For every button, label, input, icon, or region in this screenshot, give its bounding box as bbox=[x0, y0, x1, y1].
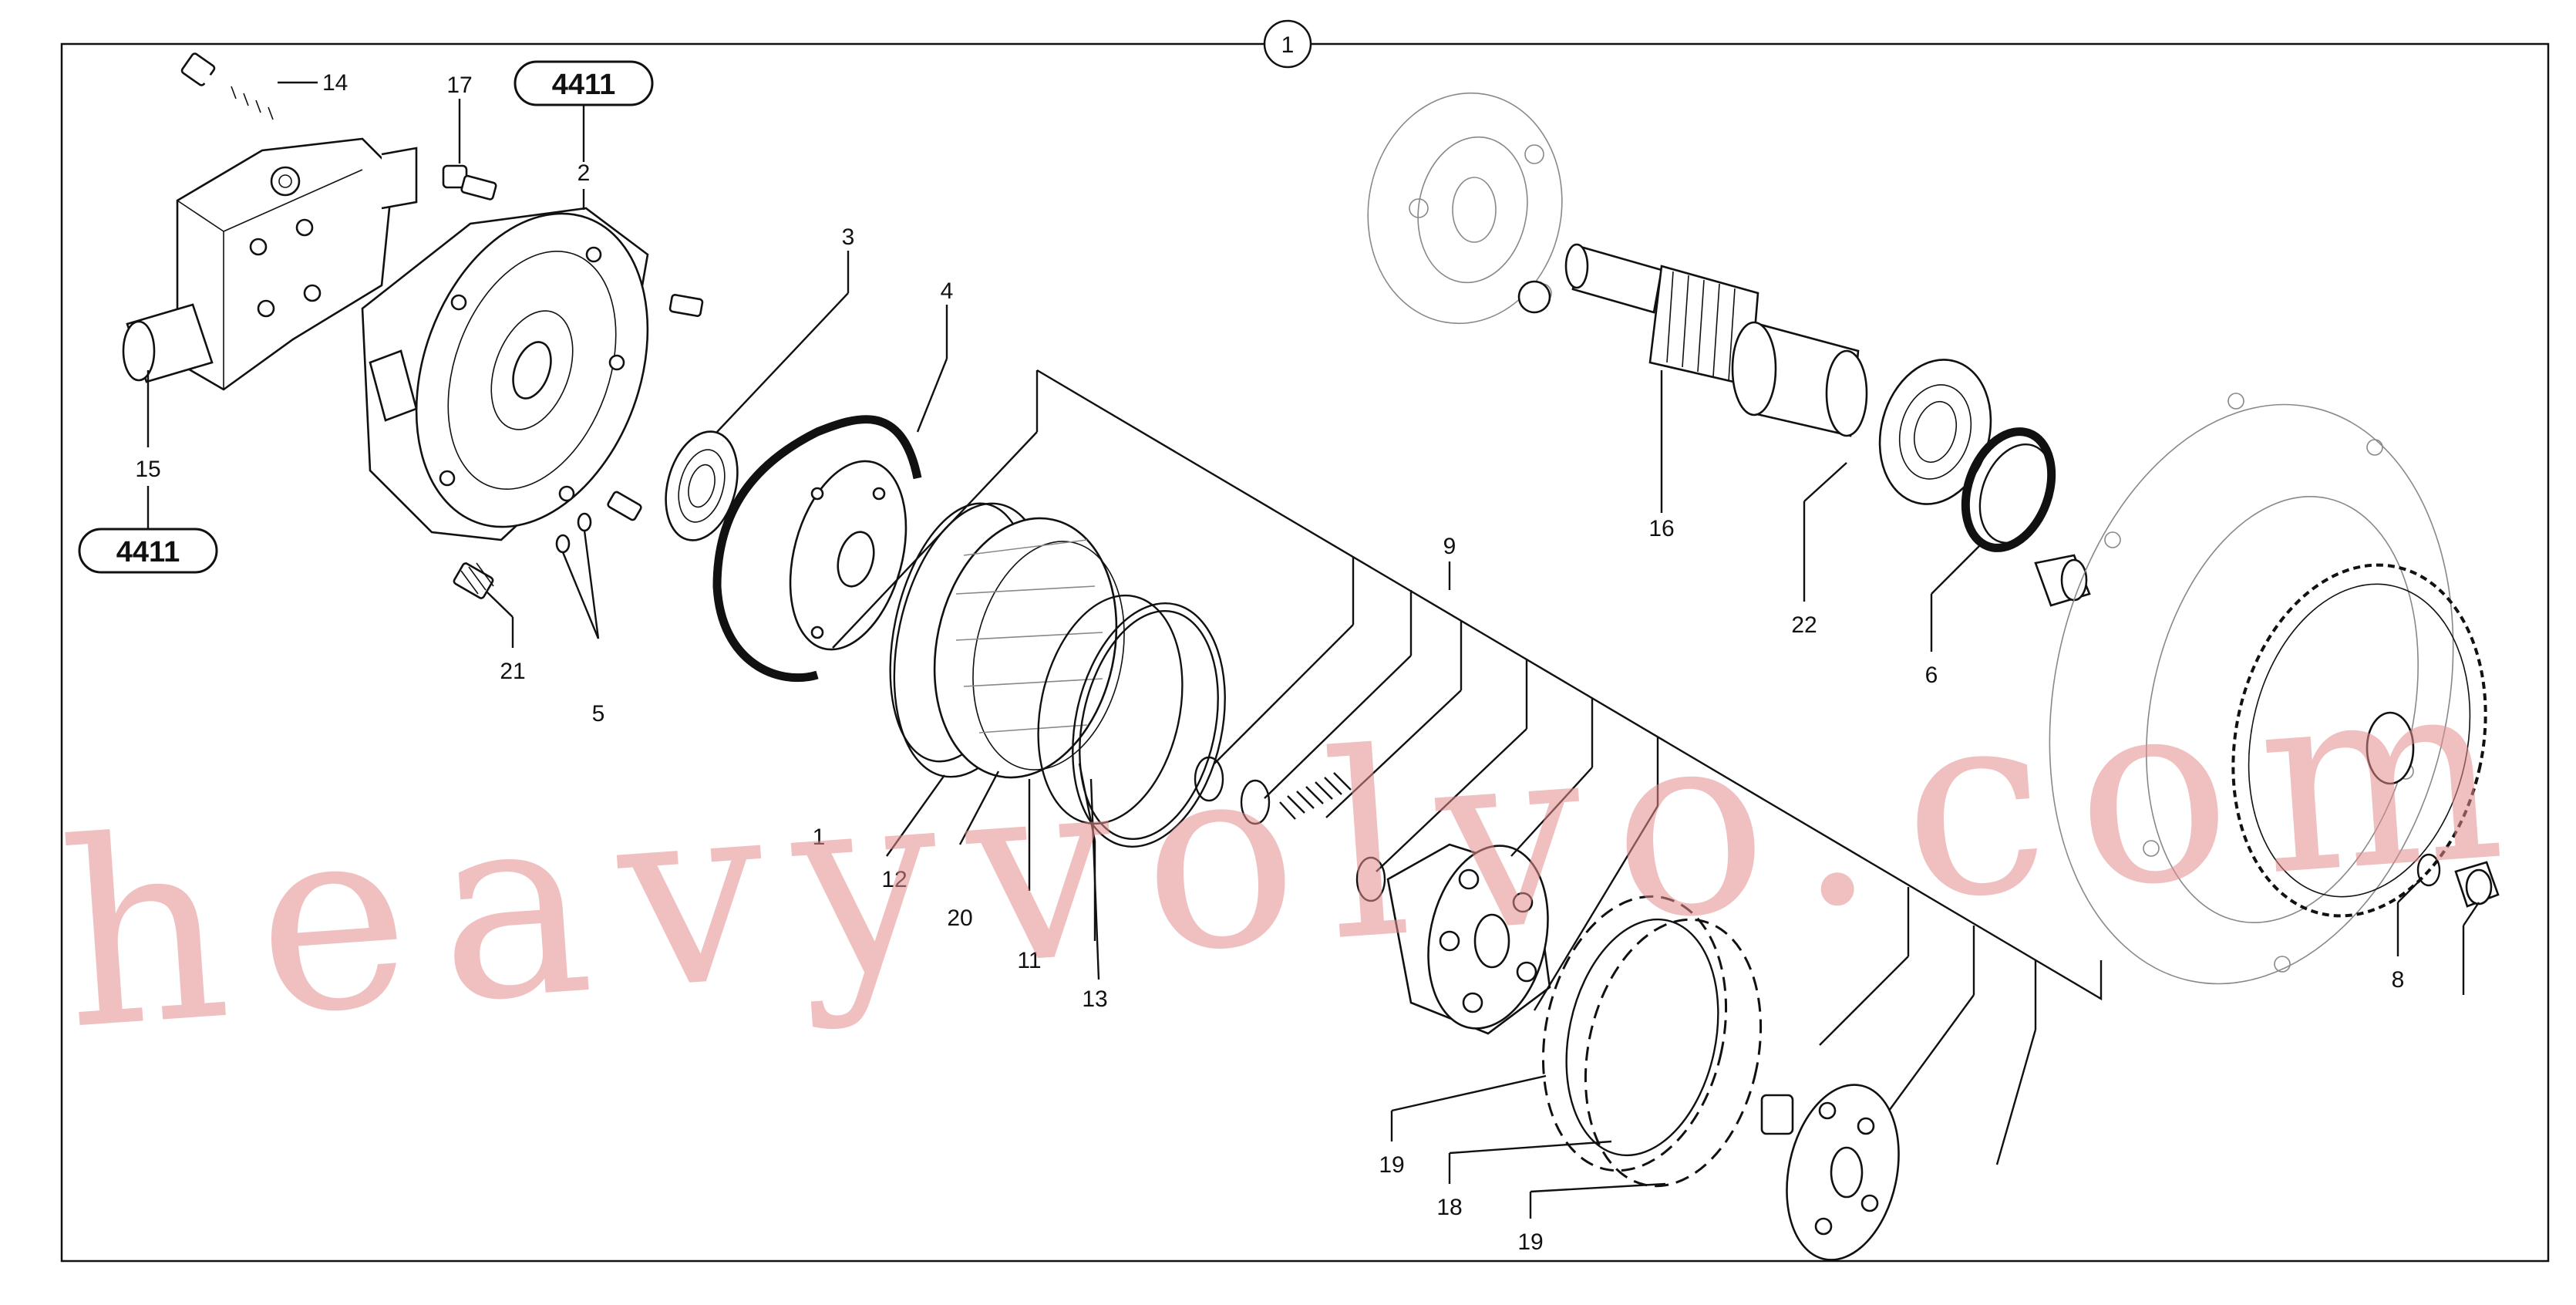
part-22-bearing bbox=[1878, 359, 1992, 505]
cylinder-block bbox=[1386, 843, 1551, 1035]
ring-gear bbox=[2231, 563, 2487, 918]
thrust-plate bbox=[789, 460, 907, 651]
part-16-shaft bbox=[1564, 243, 1868, 437]
part-14-bolt bbox=[180, 52, 291, 129]
sheet-number: 1 bbox=[1281, 32, 1295, 58]
pressure-plate bbox=[1760, 1084, 1900, 1261]
callout-21: 21 bbox=[500, 659, 525, 684]
stack-seal-b bbox=[1240, 779, 1271, 825]
callout-1: 1 bbox=[813, 824, 826, 850]
part-21-plug bbox=[453, 562, 494, 599]
part-2-housing bbox=[361, 207, 649, 541]
callout-8: 8 bbox=[2392, 967, 2405, 993]
spring bbox=[1279, 772, 1352, 820]
ball bbox=[1517, 280, 1551, 314]
part-13-backup-ring bbox=[1072, 602, 1226, 848]
callout-17: 17 bbox=[446, 72, 472, 98]
callout-20: 20 bbox=[947, 905, 972, 931]
callout-5: 5 bbox=[592, 701, 605, 727]
callout-12: 12 bbox=[881, 867, 907, 892]
callout-18: 18 bbox=[1436, 1195, 1462, 1220]
leader-lines bbox=[146, 81, 2480, 1219]
callout-14: 14 bbox=[322, 70, 348, 96]
reference-badge-top[interactable]: 4411 bbox=[514, 60, 654, 106]
callout-4: 4 bbox=[941, 278, 954, 304]
part-17-screw bbox=[442, 164, 497, 201]
callout-2: 2 bbox=[577, 160, 591, 186]
valve-block bbox=[122, 137, 418, 391]
callout-11: 11 bbox=[1017, 948, 1041, 973]
callout-16: 16 bbox=[1648, 516, 1674, 541]
part-20-cam-ring bbox=[933, 517, 1125, 779]
watermark-text: heavyvolvo.com bbox=[53, 618, 2542, 1086]
part-11-o-ring bbox=[1037, 594, 1184, 825]
reference-code-left: 4411 bbox=[116, 536, 180, 568]
callout-19-lower: 19 bbox=[1517, 1229, 1543, 1255]
reference-code-top: 4411 bbox=[552, 69, 615, 101]
part-6-shaft-seal bbox=[1961, 427, 2056, 552]
part-5-o-ring-a bbox=[555, 534, 571, 554]
reference-badge-left[interactable]: 4411 bbox=[78, 528, 218, 574]
stack-seal-c bbox=[1355, 856, 1386, 902]
callout-19-upper: 19 bbox=[1379, 1152, 1404, 1178]
callout-numbers: 14 17 2 3 4 15 21 5 1 12 20 11 13 9 16 2… bbox=[135, 70, 2404, 1255]
part-4-retaining-ring bbox=[712, 415, 922, 683]
dowel-pin-lower bbox=[607, 491, 642, 521]
sheet-number-badge: 1 bbox=[1263, 19, 1312, 69]
part-5-o-ring-b bbox=[577, 512, 592, 532]
dowel-pin-upper bbox=[668, 294, 704, 317]
part-19-friction-disc bbox=[1541, 895, 1763, 1188]
callout-3: 3 bbox=[842, 224, 855, 250]
callout-22: 22 bbox=[1791, 612, 1817, 638]
drain-plug bbox=[2454, 861, 2500, 908]
part-13-inner-edge bbox=[1079, 609, 1219, 841]
shaft-pin bbox=[1939, 1145, 2032, 1199]
callout-13: 13 bbox=[1082, 986, 1107, 1012]
callout-6: 6 bbox=[1925, 663, 1938, 688]
stack-seal-a bbox=[1194, 756, 1224, 802]
callout-9: 9 bbox=[1443, 534, 1456, 559]
callout-15: 15 bbox=[135, 457, 160, 482]
part-3-bearing bbox=[665, 430, 739, 541]
part-8-o-ring bbox=[2416, 853, 2441, 887]
